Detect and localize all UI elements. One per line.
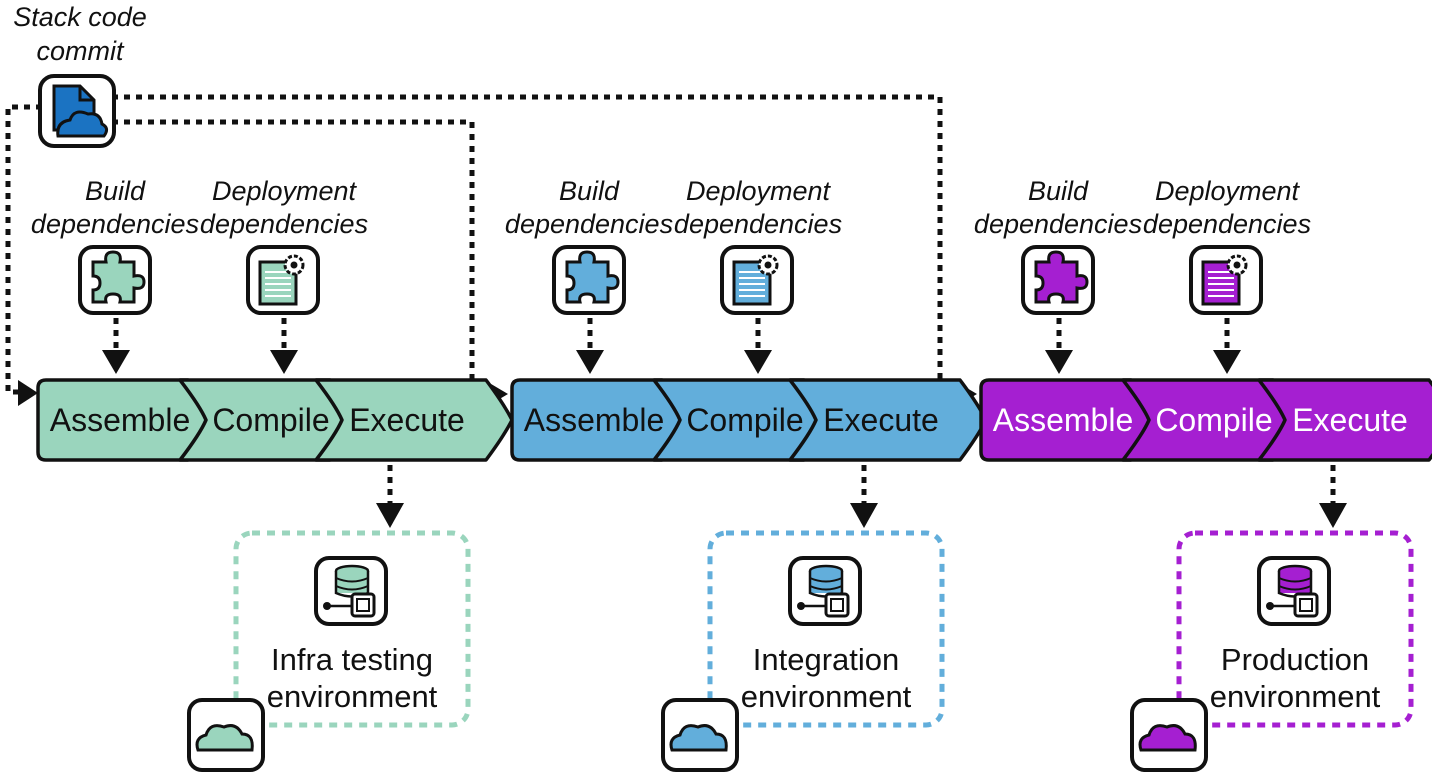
build-deps-label-line2: dependencies: [505, 209, 673, 239]
cloud-icon: [661, 698, 739, 772]
commit-label-line1: Stack code: [13, 2, 147, 32]
database-server-icon: [1257, 556, 1331, 626]
deploy-deps-label-line1: Deployment: [1155, 176, 1301, 206]
stage-3: BuilddependenciesDeploymentdependenciesA…: [974, 176, 1432, 772]
environment-label-line2: environment: [1210, 679, 1381, 714]
deploy-arrow: [850, 465, 878, 528]
stack-code-commit: Stack code commit: [13, 2, 147, 148]
deploy-deps-label-line1: Deployment: [212, 176, 358, 206]
stage-1: BuilddependenciesDeploymentdependenciesA…: [31, 176, 514, 772]
stage-groups: BuilddependenciesDeploymentdependenciesA…: [31, 176, 1432, 772]
build-deps-label-line1: Build: [559, 176, 620, 206]
step-label: Compile: [212, 402, 329, 438]
step-assemble: Assemble: [979, 378, 1159, 462]
step-execute: Execute: [788, 378, 988, 462]
database-server-icon: [314, 556, 388, 626]
deploy-arrow: [1319, 465, 1347, 528]
puzzle-piece-icon: [78, 245, 152, 315]
environment-label-line2: environment: [741, 679, 912, 714]
build-deps-label-line1: Build: [85, 176, 146, 206]
step-label: Compile: [1155, 402, 1272, 438]
step-label: Assemble: [524, 402, 665, 438]
dependency-arrows: [1045, 318, 1241, 374]
build-deps-label-line2: dependencies: [31, 209, 199, 239]
step-execute: Execute: [314, 378, 514, 462]
pipeline-steps: Assemble Compile Execute: [979, 378, 1432, 462]
step-label: Assemble: [993, 402, 1134, 438]
deploy-deps-label-line2: dependencies: [1143, 209, 1311, 239]
stage-2: BuilddependenciesDeploymentdependenciesA…: [505, 176, 988, 772]
step-label: Compile: [686, 402, 803, 438]
dependency-arrows: [102, 318, 298, 374]
step-label: Execute: [823, 402, 939, 438]
document-cloud-icon: [38, 74, 116, 148]
pipeline-steps: Assemble Compile Execute: [36, 378, 514, 462]
environment-label-line1: Production: [1221, 642, 1369, 677]
step-label: Execute: [1292, 402, 1408, 438]
step-execute: Execute: [1257, 378, 1432, 462]
build-deps-label-line1: Build: [1028, 176, 1089, 206]
puzzle-piece-icon: [552, 245, 626, 315]
deploy-deps-label-line1: Deployment: [686, 176, 832, 206]
step-label: Assemble: [50, 402, 191, 438]
deploy-deps-label-line2: dependencies: [200, 209, 368, 239]
puzzle-piece-icon: [1021, 245, 1095, 315]
build-deps-label-line2: dependencies: [974, 209, 1142, 239]
commit-connector-stage-1: [5, 104, 42, 395]
step-label: Execute: [349, 402, 465, 438]
deploy-arrow: [376, 465, 404, 528]
pipeline-steps: Assemble Compile Execute: [510, 378, 988, 462]
commit-connectors: [5, 94, 954, 397]
cloud-icon: [187, 698, 265, 772]
document-gear-icon: [720, 245, 794, 315]
document-gear-icon: [1189, 245, 1263, 315]
dependency-arrows: [576, 318, 772, 374]
deploy-deps-label-line2: dependencies: [674, 209, 842, 239]
database-server-icon: [788, 556, 862, 626]
cloud-icon: [1130, 698, 1208, 772]
commit-label-line2: commit: [37, 36, 125, 66]
document-gear-icon: [246, 245, 320, 315]
commit-connector-stage-3: [112, 94, 954, 397]
environment-label-line1: Infra testing: [271, 642, 433, 677]
environment-label-line1: Integration: [753, 642, 900, 677]
stage-1-input-arrow: [18, 380, 38, 406]
environment-label-line2: environment: [267, 679, 438, 714]
